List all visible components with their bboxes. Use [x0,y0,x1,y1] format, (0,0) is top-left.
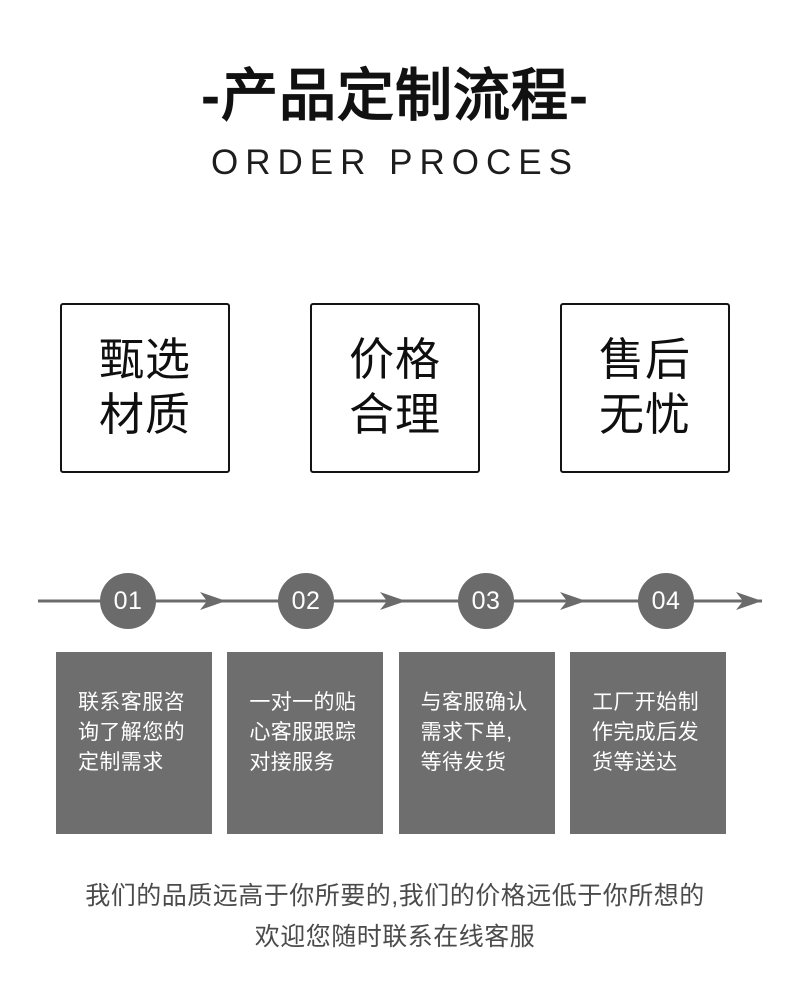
step-card: 工厂开始制作完成后发货等送达 [569,652,726,834]
step-card-text: 与客服确认需求下单,等待发货 [420,691,528,774]
page-subtitle: ORDER PROCES [211,142,579,182]
step-card-text: 工厂开始制作完成后发货等送达 [591,691,699,774]
step-card: 一对一的贴心客服跟踪对接服务 [227,652,384,834]
feature-box-material: 甄选 材质 [60,303,230,473]
step-card-text: 一对一的贴心客服跟踪对接服务 [249,691,357,774]
step-marker-04: 04 [638,573,694,629]
step-marker-02: 02 [278,573,334,629]
arrow-icon [200,592,226,610]
feature-box-group: 甄选 材质 价格 合理 售后 无忧 [60,303,730,473]
step-marker-03: 03 [458,573,514,629]
feature-label-line1: 价格 [348,334,441,386]
page-header: -产品定制流程- ORDER PROCES [0,0,790,182]
feature-box-price: 价格 合理 [310,303,480,473]
feature-label-line2: 无忧 [598,389,691,440]
page-title: -产品定制流程- [201,64,589,128]
feature-label-line2: 合理 [348,389,441,440]
step-card: 联系客服咨询了解您的定制需求 [56,652,212,834]
step-card-group: 联系客服咨询了解您的定制需求 一对一的贴心客服跟踪对接服务 与客服确认需求下单,… [56,652,726,834]
feature-label-line1: 售后 [598,334,691,386]
arrow-icon [560,592,586,610]
footer-note: 我们的品质远高于你所要的,我们的价格远低于你所想的 欢迎您随时联系在线客服 [0,876,790,957]
footer-line-2: 欢迎您随时联系在线客服 [254,922,536,951]
arrow-icon [736,592,762,610]
feature-label-line1: 甄选 [98,334,191,386]
process-timeline: 01 02 03 04 [0,566,790,636]
step-card-text: 联系客服咨询了解您的定制需求 [78,691,185,774]
feature-label-line2: 材质 [98,389,191,440]
step-card: 与客服确认需求下单,等待发货 [398,652,555,834]
arrow-icon [380,592,406,610]
feature-box-aftersales: 售后 无忧 [560,303,730,473]
footer-line-1: 我们的品质远高于你所要的,我们的价格远低于你所想的 [85,882,705,910]
step-marker-01: 01 [100,573,156,629]
